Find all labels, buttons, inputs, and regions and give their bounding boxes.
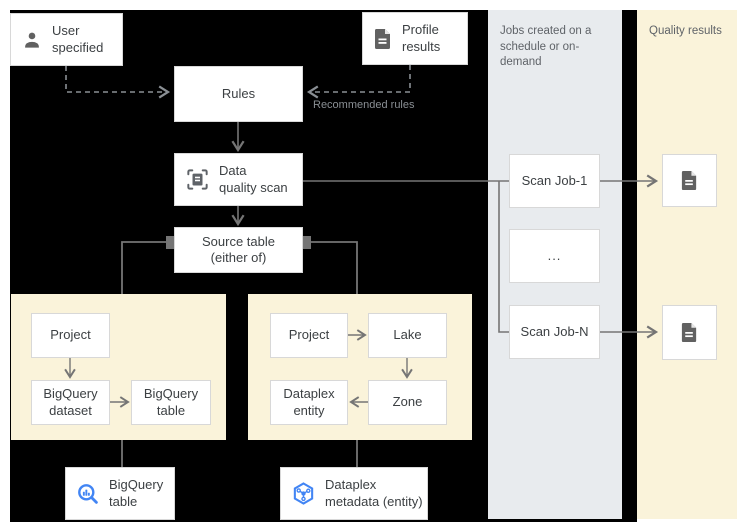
quality-result-2-node — [662, 305, 717, 360]
dp-zone-node: Zone — [368, 380, 447, 425]
bq-dataset-label: BigQuery dataset — [43, 386, 98, 418]
profile-results-node: Profile results — [362, 12, 468, 65]
document-icon — [680, 170, 699, 191]
dp-project-node: Project — [270, 313, 348, 358]
rules-node: Rules — [174, 66, 303, 122]
scan-job-ellipsis-node: ... — [509, 229, 600, 283]
recommended-rules-edge-label: Recommended rules — [313, 99, 415, 111]
source-table-label: Source table (either of) — [202, 233, 275, 265]
user-specified-label: User specified — [52, 23, 104, 55]
scan-job-n-node: Scan Job-N — [509, 305, 600, 359]
bq-table-label: BigQuery table — [143, 386, 199, 418]
dp-lake-label: Lake — [393, 327, 422, 343]
bq-table-node: BigQuery table — [131, 380, 211, 425]
bq-dataset-node: BigQuery dataset — [31, 380, 110, 425]
scan-job-n-label: Scan Job-N — [520, 323, 589, 339]
dataplex-hexagon-network-icon — [291, 481, 316, 506]
jobs-column-label: Jobs created on a schedule or on-demand — [500, 25, 592, 69]
bigquery-table-bottom-label: BigQuery table — [109, 477, 164, 509]
document-icon — [680, 322, 699, 343]
dp-entity-label: Dataplex entity — [283, 386, 335, 418]
dp-zone-label: Zone — [392, 394, 423, 410]
document-icon — [373, 28, 393, 50]
profile-results-label: Profile results — [402, 22, 441, 54]
source-table-node: Source table (either of) — [174, 227, 303, 273]
rules-label: Rules — [221, 85, 256, 101]
bq-project-node: Project — [31, 313, 110, 358]
dp-project-label: Project — [288, 327, 330, 343]
scan-frame-document-icon — [185, 167, 210, 192]
dataplex-metadata-node: Dataplex metadata (entity) — [280, 467, 428, 520]
quality-column-label: Quality results — [649, 25, 722, 37]
bigquery-table-node: BigQuery table — [65, 467, 175, 520]
bq-project-label: Project — [50, 327, 91, 343]
quality-result-1-node — [662, 154, 717, 207]
bigquery-magnifier-icon — [76, 482, 100, 506]
scan-job-1-label: Scan Job-1 — [521, 172, 588, 188]
scan-job-ellipsis-label: ... — [547, 247, 562, 263]
dp-entity-node: Dataplex entity — [270, 380, 348, 425]
scan-job-1-node: Scan Job-1 — [509, 154, 600, 208]
dp-lake-node: Lake — [368, 313, 447, 358]
quality-results-column: Quality results — [637, 10, 737, 519]
user-specified-node: User specified — [10, 13, 123, 66]
dataplex-metadata-label: Dataplex metadata (entity) — [325, 477, 423, 509]
data-quality-scan-node: Data quality scan — [174, 153, 303, 206]
person-icon — [21, 29, 43, 51]
data-quality-scan-label: Data quality scan — [219, 163, 288, 195]
